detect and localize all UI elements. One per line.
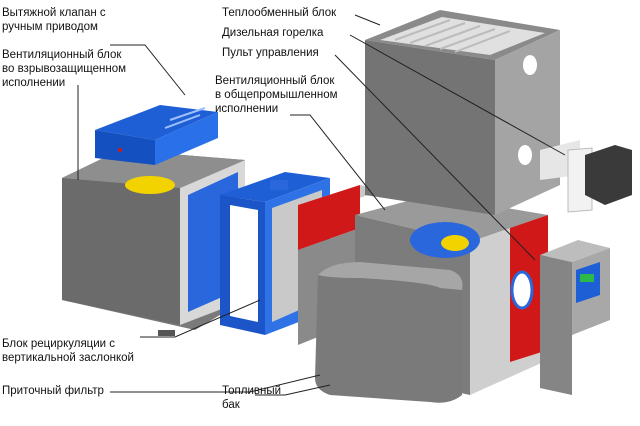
label-line: Блок рециркуляции с [2, 338, 116, 350]
label-line: в общепромышленном [215, 89, 338, 101]
fuel-tank [315, 262, 463, 403]
label-vent-block-general: Вентиляционный блок в общепромышленном и… [215, 74, 338, 116]
leader-lines [77, 14, 566, 396]
diesel-burner [540, 140, 632, 213]
label-line: вертикальной заслонкой [2, 352, 134, 364]
label-heat-exchanger: Теплообменный блок [222, 6, 336, 20]
label-line: Дизельная горелка [222, 27, 324, 39]
vent-block-explosion-proof [62, 150, 245, 336]
exhaust-valve [95, 105, 218, 165]
label-control-panel: Пульт управления [222, 46, 319, 60]
label-line: Пульт управления [222, 47, 319, 59]
label-line: во взрывозащищенном [2, 63, 127, 75]
label-fuel-tank: Топливный бак [222, 384, 281, 412]
label-vent-block-explosion: Вентиляционный блок во взрывозащищенном … [2, 48, 126, 90]
label-line: ручным приводом [2, 21, 98, 33]
label-line: Топливный [222, 385, 282, 397]
label-line: исполнении [215, 103, 279, 115]
label-diesel-burner: Дизельная горелка [222, 26, 323, 40]
heat-exchanger [365, 10, 560, 215]
label-line: исполнении [2, 77, 66, 89]
label-supply-filter: Приточный фильтр [2, 384, 104, 398]
label-line: Приточный фильтр [2, 385, 104, 397]
label-recirculation: Блок рециркуляции с вертикальной заслонк… [2, 337, 134, 365]
label-line: Вытяжной клапан с [2, 7, 106, 19]
label-line: Вентиляционный блок [215, 75, 335, 87]
label-line: Вентиляционный блок [2, 49, 122, 61]
label-line: Теплообменный блок [222, 7, 337, 19]
label-line: бак [222, 399, 240, 411]
control-panel [540, 240, 610, 395]
label-exhaust-valve: Вытяжной клапан с ручным приводом [2, 6, 106, 34]
